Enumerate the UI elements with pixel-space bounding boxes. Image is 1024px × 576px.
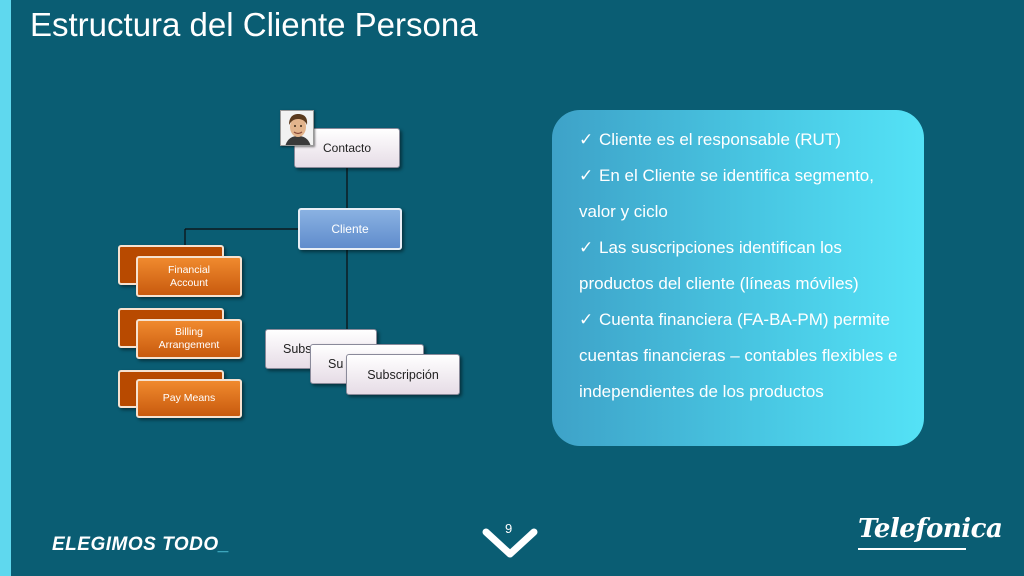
- slogan-text: ELEGIMOS TODO: [52, 534, 219, 555]
- subscripcion-label: Subscripción: [367, 367, 439, 382]
- callout-bullet: ✓ Cliente es el responsable (RUT): [579, 122, 914, 158]
- bullet-text: Cliente es el responsable (RUT): [599, 130, 841, 149]
- callout-bullet: ✓Cuenta financiera (FA-BA-PM) permite cu…: [579, 302, 914, 410]
- bullet-text: Las suscripciones identifican los produc…: [579, 238, 859, 293]
- slogan: ELEGIMOS TODO_: [52, 534, 230, 556]
- pay-means-node: Pay Means: [136, 379, 242, 418]
- accent-bar: [0, 0, 11, 576]
- checkmark-icon: ✓: [579, 238, 594, 257]
- subscripcion-back-1-label: Subs: [283, 342, 312, 356]
- subscripcion-node: Subscripción: [346, 354, 460, 395]
- chevron-down-icon: [482, 528, 538, 558]
- cliente-label: Cliente: [331, 222, 369, 236]
- subscripcion-back-2-label: Su: [328, 357, 344, 371]
- billing-arrangement-node: Billing Arrangement: [136, 319, 242, 359]
- callout-text: ✓Cliente es el responsable (RUT) ✓En el …: [579, 122, 914, 410]
- slogan-underscore: _: [218, 534, 230, 555]
- logo-underline: [858, 548, 966, 550]
- callout-bullet: ✓Las suscripciones identifican los produ…: [579, 230, 914, 302]
- checkmark-icon: ✓: [579, 130, 594, 149]
- cliente-node: Cliente: [298, 208, 402, 250]
- bullet-text: En el Cliente se identifica segmento, va…: [579, 166, 874, 221]
- bullet-text: Cuenta financiera (FA-BA-PM) permite cue…: [579, 310, 898, 401]
- billing-arrangement-label: Billing Arrangement: [158, 326, 220, 351]
- financial-account-label: Financial Account: [167, 263, 211, 289]
- contacto-label: Contacto: [322, 141, 372, 155]
- person-photo-icon: [280, 110, 314, 146]
- pay-means-label: Pay Means: [162, 392, 216, 404]
- financial-account-node: Financial Account: [136, 256, 242, 297]
- telefonica-logo: Telefonica: [858, 514, 1003, 544]
- slide-title: Estructura del Cliente Persona: [30, 6, 478, 43]
- callout-bullet: ✓En el Cliente se identifica segmento, v…: [579, 158, 914, 230]
- info-callout: ✓Cliente es el responsable (RUT) ✓En el …: [552, 110, 924, 446]
- checkmark-icon: ✓: [579, 310, 594, 329]
- checkmark-icon: ✓: [579, 166, 594, 185]
- page-number: 9: [505, 521, 513, 536]
